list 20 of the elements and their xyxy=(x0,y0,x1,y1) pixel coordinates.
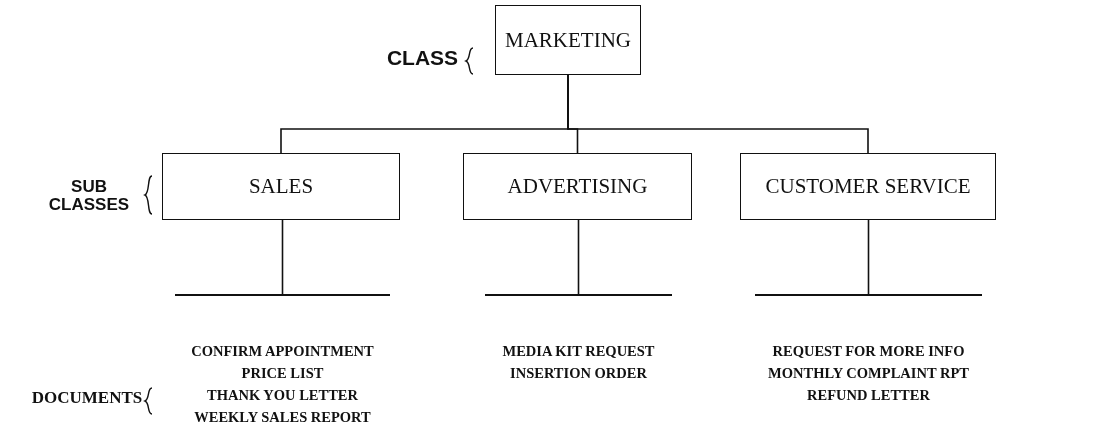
document-name: PRICE LIST xyxy=(241,364,324,383)
level-label: DOCUMENTS xyxy=(30,389,144,407)
level-label: CLASS xyxy=(385,47,460,70)
level-label: SUB CLASSES xyxy=(47,178,131,214)
connector-line xyxy=(867,219,870,295)
subclass-box: CUSTOMER SERVICE xyxy=(740,153,996,220)
class-box: MARKETING xyxy=(495,5,641,75)
document-name: CONFIRM APPOINTMENT xyxy=(191,342,374,361)
document-name: REFUND LETTER xyxy=(807,386,930,405)
subclass-box: ADVERTISING xyxy=(463,153,692,220)
document-name: THANK YOU LETTER xyxy=(207,386,358,405)
subclass-box: SALES xyxy=(162,153,400,220)
document-name: INSERTION ORDER xyxy=(510,364,647,383)
connector-line xyxy=(567,74,869,154)
connector-line xyxy=(577,219,580,295)
document-name: MEDIA KIT REQUEST xyxy=(502,342,655,361)
connector-line xyxy=(281,219,284,295)
document-name: REQUEST FOR MORE INFO xyxy=(772,342,965,361)
document-name: MONTHLY COMPLAINT RPT xyxy=(768,364,969,383)
document-name: WEEKLY SALES REPORT xyxy=(194,408,371,427)
